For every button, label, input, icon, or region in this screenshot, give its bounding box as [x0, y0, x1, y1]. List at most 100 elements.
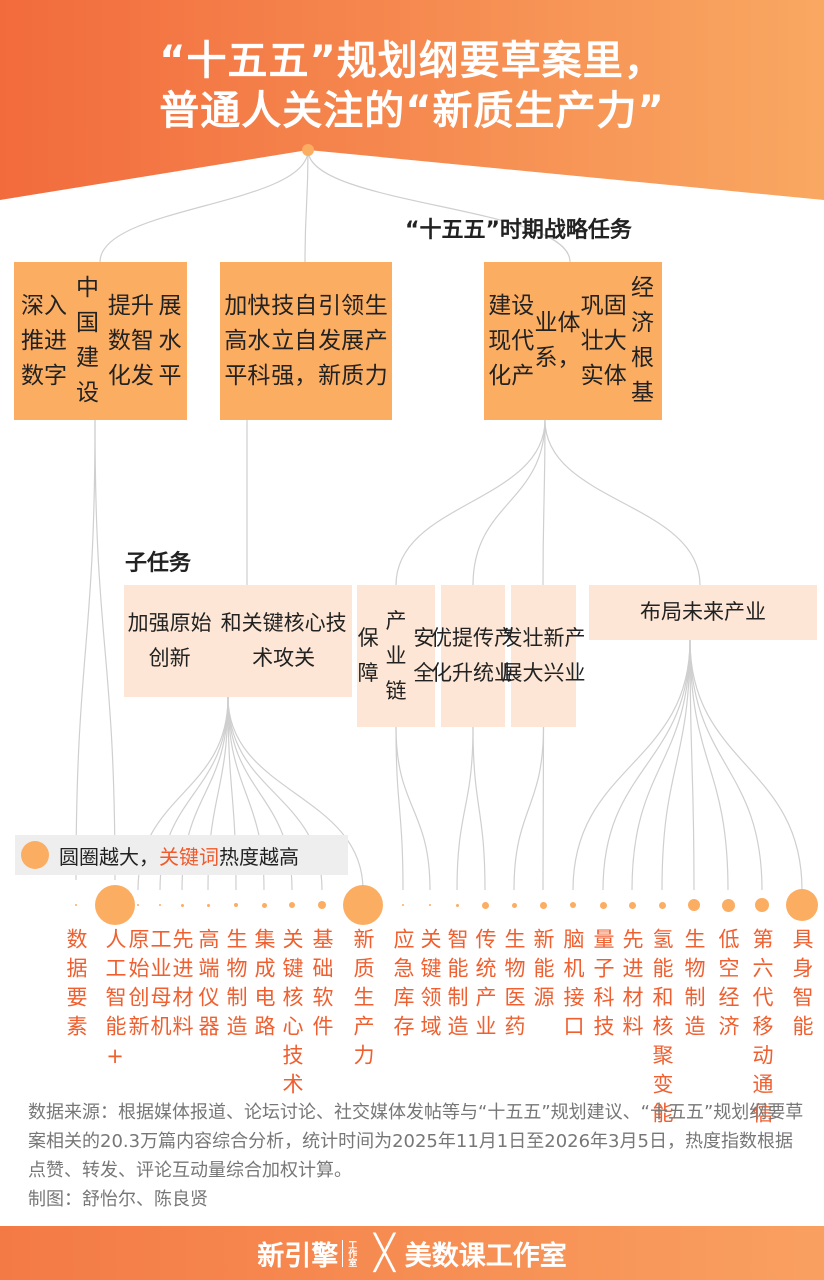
keyword-label: 生物制造 [224, 928, 248, 1044]
task-text: 引领发展新质 [318, 292, 365, 389]
keyword-label: 关键核心技术 [280, 928, 304, 1102]
legend-circle-icon [21, 841, 49, 869]
heat-dot [402, 904, 404, 906]
keyword-label: 先进材料 [620, 928, 644, 1044]
connector-line [472, 726, 486, 891]
keyword-label: 量子科技 [591, 928, 615, 1044]
connector-line [395, 726, 404, 891]
subtask-box: 保障产业链安全 [357, 585, 435, 727]
brand-meishuke: 美数课工作室 [404, 1240, 567, 1272]
heat-dot [206, 903, 210, 907]
cross-icon: ╳ [374, 1233, 395, 1273]
heat-dot [318, 901, 326, 909]
heat-dot [658, 901, 666, 909]
connector-line [94, 419, 116, 881]
task-text: 经济根基 [631, 275, 654, 406]
task-text: 提升数智化发 [107, 292, 154, 389]
strategic-task-box: 深入推进数字中国建设提升数智化发展水平 [14, 262, 187, 420]
heat-dot [539, 901, 547, 909]
heat-dot [234, 903, 238, 907]
keyword-label: 具身智能 [790, 928, 814, 1044]
keyword-label: 新能源 [531, 928, 555, 1015]
connector-line [689, 639, 803, 891]
connector-line [631, 639, 691, 891]
subtask-text: 和关键核心技术攻关 [220, 611, 347, 670]
heat-dot [180, 903, 184, 907]
subtask-text: 壮大 [522, 626, 544, 685]
task-text: 深入推进数字 [21, 292, 68, 389]
task-text: 生产力 [364, 292, 388, 389]
connector-line [689, 639, 763, 891]
connector-line [513, 726, 545, 891]
connector-line [661, 639, 691, 891]
connector-line [75, 419, 96, 881]
root-node [302, 144, 314, 156]
task-text: 中国建设 [75, 275, 99, 406]
subtask-text: 安全 [413, 626, 435, 685]
heat-dot [289, 902, 295, 908]
task-text: 巩固壮大实体 [580, 292, 627, 389]
header-banner [0, 0, 824, 200]
keyword-label: 先进材料 [170, 928, 194, 1044]
heat-dot [159, 904, 161, 906]
strategic-tasks-label: “十五五”时期战略任务 [405, 218, 632, 243]
subtask-text: 产业 [494, 626, 515, 685]
keyword-label: 高端仪器 [196, 928, 220, 1044]
subtasks-label: 子任务 [125, 551, 192, 576]
subtask-text: 产业 [564, 626, 586, 685]
heat-dot [786, 889, 818, 921]
connector-line [472, 419, 546, 586]
brand-xinyinqing: 新引擎 [257, 1240, 339, 1272]
brand-xinyinqing-sub: 工作室 [342, 1239, 356, 1267]
keyword-label: 低空经济 [716, 928, 740, 1044]
keyword-label: 氢能和核聚变能 [650, 928, 674, 1131]
subtask-text: 传统 [473, 626, 494, 685]
heat-dot [628, 901, 636, 909]
connector-line [572, 639, 691, 891]
credit: 制图：舒怡尔、陈良贤 [28, 1189, 208, 1210]
keyword-label: 第六代移动通信 [750, 928, 774, 1131]
connector-line [307, 149, 571, 263]
keyword-label: 生物医药 [502, 928, 526, 1044]
connector-line [456, 726, 474, 891]
heat-dot [511, 902, 517, 908]
keyword-label: 基础软件 [310, 928, 334, 1044]
subtask-text: 产业链 [385, 608, 407, 703]
legend-text: 圆圈越大， [59, 844, 159, 869]
connector-line [99, 149, 309, 263]
subtask-box: 优化提升传统产业 [431, 585, 515, 727]
heat-dot [261, 902, 267, 908]
subtask-text: 布局未来产业 [640, 600, 766, 624]
strategic-task-box: 加快高水平科技自立自强，引领发展新质生产力 [220, 262, 392, 420]
keyword-label: 传统产业 [473, 928, 497, 1044]
keyword-label: 智能制造 [445, 928, 469, 1044]
subtask-text: 新兴 [543, 626, 565, 685]
heat-dot [688, 899, 700, 911]
connector-line [542, 419, 546, 586]
connector-line [227, 696, 364, 891]
heat-dot [95, 885, 135, 925]
subtask-box: 加强原始创新和关键核心技术攻关 [124, 585, 352, 697]
heat-dot [599, 901, 607, 909]
subtask-text: 优化 [431, 626, 452, 685]
keyword-label: 集成电路 [252, 928, 276, 1044]
subtask-text: 加强原始创新 [127, 611, 212, 670]
heat-dot [721, 898, 735, 912]
task-text: 展水平 [158, 292, 182, 389]
keyword-label: 生物制造 [682, 928, 706, 1044]
connector-line [395, 726, 431, 891]
task-text: 技自立自强， [271, 292, 318, 389]
task-text: 业体系， [534, 310, 581, 371]
heat-dot [455, 903, 459, 907]
footnote: 数据来源：根据媒体报道、论坛讨论、社交媒体发帖等与“十五五”规划建议、“十五五”… [28, 1098, 808, 1214]
heat-dot [755, 898, 769, 912]
subtask-text: 保障 [357, 626, 379, 685]
keyword-label: 原始创新 [126, 928, 150, 1044]
heat-dot [429, 904, 431, 906]
heat-dot [343, 885, 383, 925]
connector-line [544, 419, 701, 586]
connector-line [689, 639, 729, 891]
legend-text-end: 热度越高 [219, 844, 299, 869]
keyword-label: 新质生产力 [351, 928, 375, 1073]
heat-dot [137, 904, 139, 906]
